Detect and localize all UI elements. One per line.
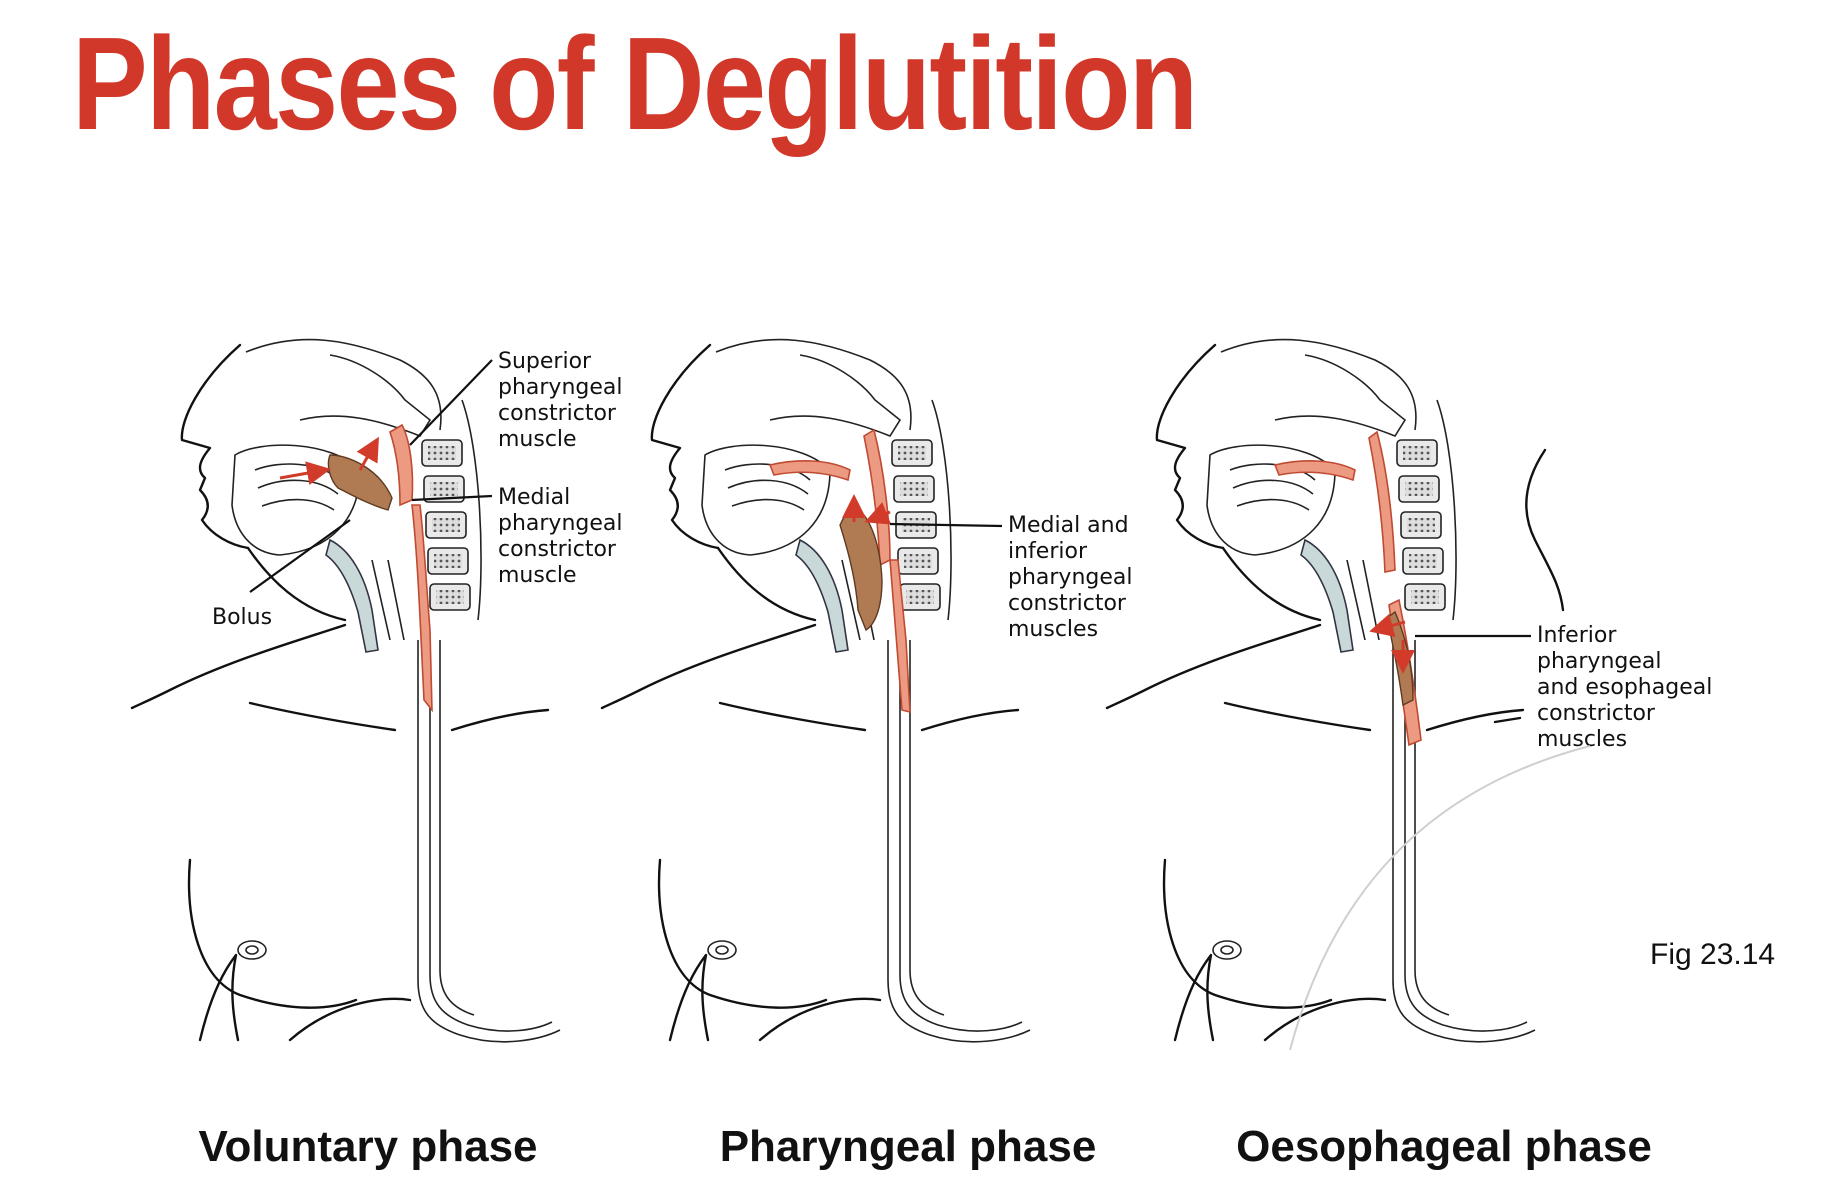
label-superior-constrictor: Superior pharyngeal constrictor muscle — [498, 349, 630, 452]
label-medial-inferior-constrictors: Medial and inferior pharyngeal constrict… — [1008, 513, 1140, 642]
label-inferior-esophageal-constrictors: Inferior pharyngeal and esophageal const… — [1537, 623, 1719, 752]
figure-reference: Fig 23.14 — [1650, 938, 1776, 971]
caption-pharyngeal-phase: Pharyngeal phase — [719, 1122, 1097, 1171]
leader-medial — [411, 494, 493, 502]
bolus-shape — [327, 454, 393, 511]
panel-oesophageal: Inferior pharyngeal and esophageal const… — [1105, 338, 1719, 1043]
leader-superior — [409, 359, 493, 446]
panel-pharyngeal: Medial and inferior pharyngeal constrict… — [600, 338, 1140, 1043]
bolus-arrow — [279, 461, 331, 485]
panel-voluntary: Superior pharyngeal constrictor muscle M… — [130, 338, 630, 1043]
superior-constrictor-muscle — [389, 423, 414, 507]
label-bolus: Bolus — [212, 605, 272, 630]
bolus-shape — [839, 504, 883, 632]
label-medial-constrictor: Medial pharyngeal constrictor muscle — [498, 485, 630, 588]
caption-oesophageal-phase: Oesophageal phase — [1236, 1122, 1652, 1171]
decorative-arc — [1289, 745, 1591, 1051]
leader-bolus — [249, 519, 351, 593]
caption-voluntary-phase: Voluntary phase — [198, 1122, 538, 1171]
page-title: Phases of Deglutition — [72, 10, 1198, 157]
leader-medial-inferior — [889, 522, 1003, 528]
